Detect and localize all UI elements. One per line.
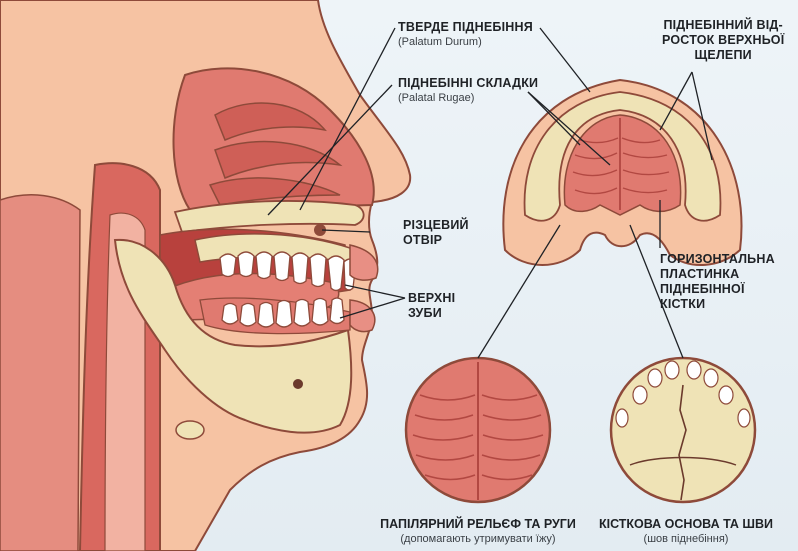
label-upper-teeth-line1: ВЕРХНІ: [408, 291, 455, 306]
tooth: [328, 256, 344, 291]
tooth: [310, 254, 326, 287]
label-hard-palate: ТВЕРДЕ ПІДНЕБІННЯ (Palatum Durum): [398, 20, 533, 50]
caption-bone: КІСТКОВА ОСНОВА ТА ШВИ (шов піднебіння): [588, 516, 784, 546]
label-upper-teeth-line2: ЗУБИ: [408, 306, 455, 321]
tooth: [276, 301, 292, 328]
zoom-rugae-circle: [406, 358, 550, 502]
tooth-socket: [738, 409, 750, 427]
tooth: [330, 298, 344, 324]
tooth-socket: [633, 386, 647, 404]
caption-rugae-title: ПАПІЛЯРНИЙ РЕЛЬЄФ ТА РУГИ: [378, 516, 578, 532]
label-horizontal-line3: ПІДНЕБІННОЇ: [660, 282, 775, 297]
label-maxilla-line2: РОСТОК ВЕРХНЬОЇ: [662, 33, 784, 48]
tooth: [274, 252, 290, 281]
caption-bone-title: КІСТКОВА ОСНОВА ТА ШВИ: [588, 516, 784, 532]
palate-top-view: [503, 80, 741, 265]
label-hard-palate-title: ТВЕРДЕ ПІДНЕБІННЯ: [398, 20, 533, 34]
label-palatal-folds-latin: (Palatal Rugae): [398, 91, 538, 106]
tooth: [240, 304, 256, 327]
tooth-socket: [719, 386, 733, 404]
tooth: [258, 303, 274, 328]
caption-bone-sub: (шов піднебіння): [588, 532, 784, 546]
tooth-socket: [665, 361, 679, 379]
tooth-socket: [704, 369, 718, 387]
tooth: [294, 300, 310, 327]
label-incisive-foramen: РІЗЦЕВИЙ ОТВІР: [403, 218, 469, 248]
tooth-socket: [616, 409, 628, 427]
label-hard-palate-latin: (Palatum Durum): [398, 35, 533, 50]
label-horizontal-plate: ГОРИЗОНТАЛЬНА ПЛАСТИНКА ПІДНЕБІННОЇ КІСТ…: [660, 252, 775, 312]
head-sagittal-section: [0, 0, 410, 551]
tooth: [238, 252, 254, 277]
tooth: [292, 253, 308, 284]
label-incisive-line1: РІЗЦЕВИЙ: [403, 218, 469, 233]
tooth: [256, 252, 272, 279]
label-horizontal-line2: ПЛАСТИНКА: [660, 267, 775, 282]
label-maxilla-line3: ЩЕЛЕПИ: [662, 48, 784, 63]
label-palatal-folds-title: ПІДНЕБІННІ СКЛАДКИ: [398, 76, 538, 90]
label-incisive-line2: ОТВІР: [403, 233, 469, 248]
tooth-socket: [648, 369, 662, 387]
label-upper-teeth: ВЕРХНІ ЗУБИ: [408, 291, 455, 321]
zoom-bone-circle: [611, 358, 755, 502]
label-horizontal-line4: КІСТКИ: [660, 297, 775, 312]
caption-rugae-sub: (допомагають утримувати їжу): [378, 532, 578, 546]
tooth: [312, 299, 328, 326]
mental-foramen: [293, 379, 303, 389]
label-palatal-folds: ПІДНЕБІННІ СКЛАДКИ (Palatal Rugae): [398, 76, 538, 106]
label-maxilla-line1: ПІДНЕБІННИЙ ВІД-: [662, 18, 784, 33]
label-maxilla-process: ПІДНЕБІННИЙ ВІД- РОСТОК ВЕРХНЬОЇ ЩЕЛЕПИ: [662, 18, 784, 63]
leader-hard-palate-right: [540, 28, 590, 92]
tooth: [222, 304, 238, 325]
caption-rugae: ПАПІЛЯРНИЙ РЕЛЬЄФ ТА РУГИ (допомагають у…: [378, 516, 578, 546]
label-horizontal-line1: ГОРИЗОНТАЛЬНА: [660, 252, 775, 267]
hyoid-bone: [176, 421, 204, 439]
vertebral-column: [0, 195, 80, 551]
tooth-socket: [687, 361, 701, 379]
tooth: [220, 254, 236, 277]
